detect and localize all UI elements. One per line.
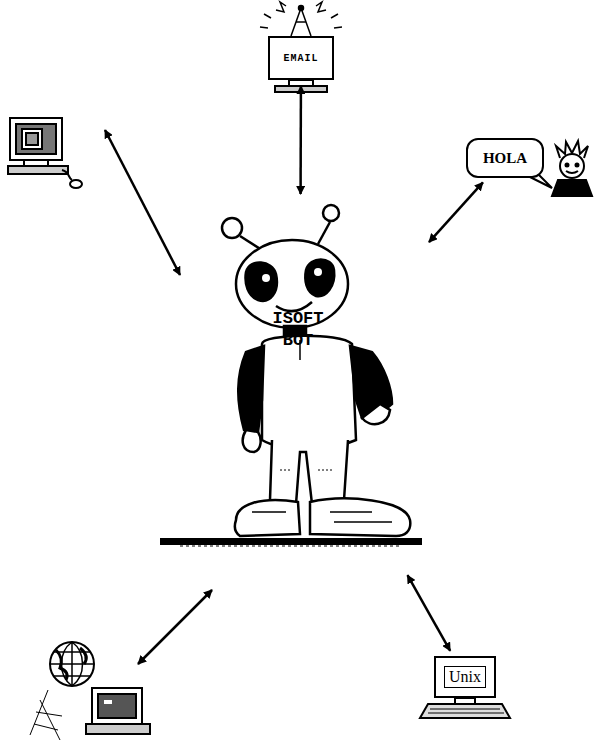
speech-bubble: HOLA	[466, 138, 544, 178]
node-label: EMAIL	[283, 53, 318, 64]
double-arrow	[429, 182, 483, 242]
double-arrow	[138, 590, 212, 664]
robot-node: ISOFT BOT	[175, 200, 425, 570]
node-label: Unix	[444, 666, 486, 688]
unix-monitor: Unix	[434, 656, 496, 698]
node-label: HOLA	[483, 150, 527, 167]
unix-computer-base	[420, 698, 510, 718]
robot-mascot	[160, 205, 422, 546]
double-arrow	[105, 130, 180, 275]
double-arrow	[407, 575, 450, 651]
double-arrow	[299, 86, 302, 194]
web-computer-icon	[30, 642, 150, 740]
chest-label: ISOFT BOT	[265, 308, 331, 352]
email-screen: EMAIL	[268, 36, 334, 80]
desktop-computer-icon	[8, 118, 82, 188]
antenna-tower-icon	[260, 2, 342, 92]
